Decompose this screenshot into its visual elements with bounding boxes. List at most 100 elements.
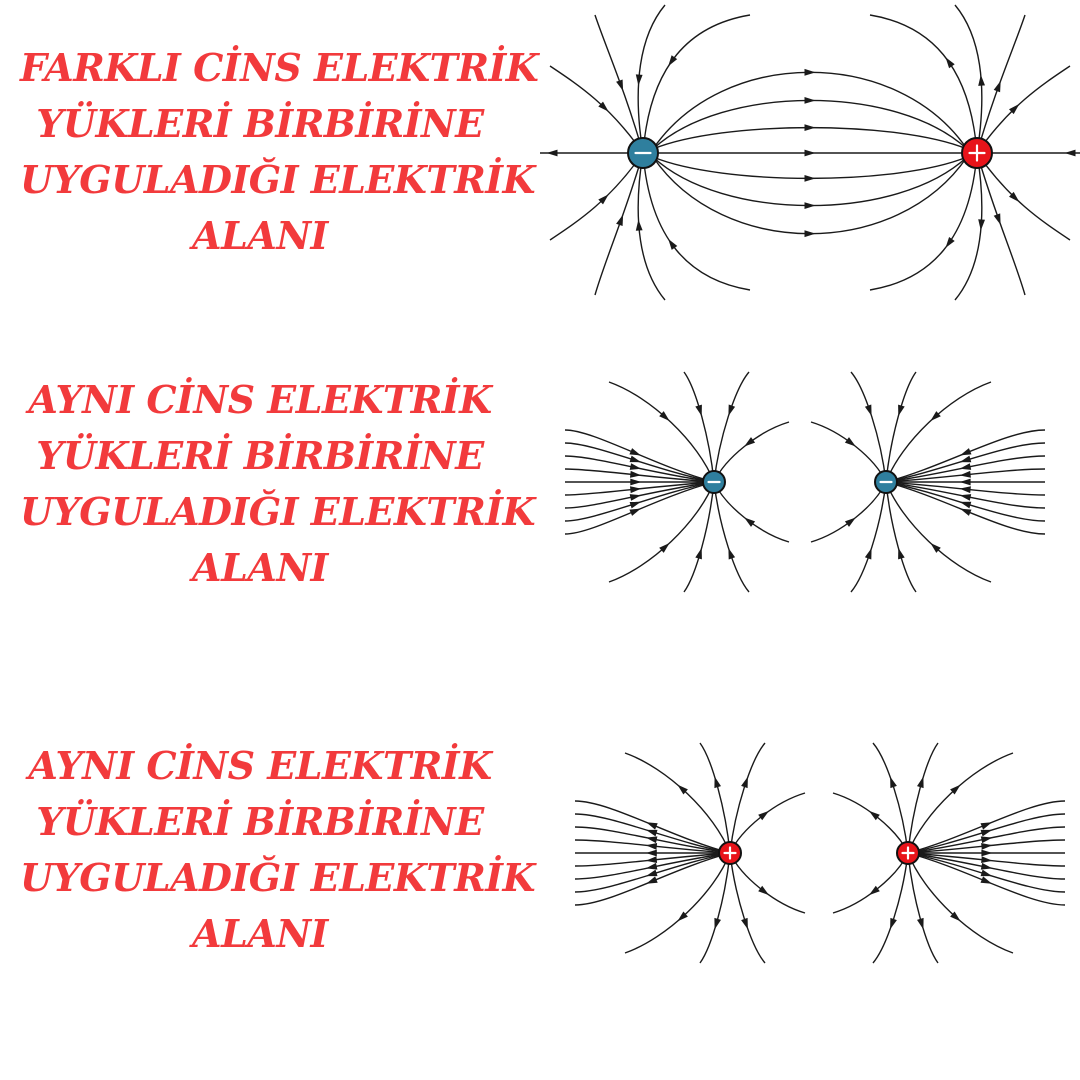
field-line	[885, 481, 992, 583]
field-line	[683, 481, 715, 593]
field-arrow	[917, 776, 924, 789]
field-arrow	[960, 448, 972, 456]
field-arrow	[744, 437, 756, 447]
field-line	[574, 800, 731, 854]
field-arrow	[629, 448, 641, 456]
field-line	[872, 852, 909, 964]
field-line	[652, 99, 968, 150]
field-arrow	[758, 810, 769, 821]
field-arrow	[959, 478, 971, 486]
field-line	[564, 442, 715, 483]
field-arrow	[980, 862, 993, 870]
field-arrow	[598, 194, 609, 205]
field-arrow	[980, 836, 993, 844]
field-line	[885, 481, 917, 593]
field-arrow	[629, 508, 641, 516]
field-line	[907, 852, 1066, 867]
field-line	[885, 481, 1046, 509]
field-arrow	[993, 80, 1001, 93]
field-line	[564, 429, 715, 483]
field-line	[907, 852, 1014, 954]
field-line	[832, 852, 909, 914]
field-line	[713, 421, 790, 483]
caption-like-positive-charges: AYNI CİNS ELEKTRİK YÜKLERİ BİRBİRİNE UYG…	[20, 738, 536, 962]
field-line	[907, 813, 1066, 854]
field-line	[729, 742, 766, 854]
field-arrow	[645, 856, 658, 863]
caption-line: UYGULADIĞI ELEKTRİK	[20, 157, 536, 202]
field-line	[564, 481, 715, 509]
field-line	[652, 156, 968, 235]
field-line	[954, 4, 983, 154]
caption-line: ALANI	[192, 911, 328, 956]
field-line	[810, 421, 887, 483]
field-line	[885, 442, 1046, 483]
field-arrow	[668, 238, 678, 250]
field-arrow	[950, 911, 961, 922]
field-arrow	[898, 404, 905, 417]
field-arrow	[869, 885, 880, 896]
field-arrow	[645, 862, 658, 870]
caption-line: ALANI	[192, 213, 328, 258]
field-line	[574, 813, 731, 854]
field-line	[869, 152, 978, 291]
field-arrow	[744, 517, 756, 527]
field-line	[652, 156, 968, 180]
field-line	[624, 752, 731, 854]
caption-line: UYGULADIĞI ELEKTRİK	[20, 489, 536, 534]
field-line	[574, 852, 731, 867]
field-arrow	[959, 463, 972, 470]
field-arrow	[980, 876, 992, 884]
caption-line: UYGULADIĞI ELEKTRİK	[20, 855, 536, 900]
field-arrow	[630, 478, 642, 486]
field-line	[699, 852, 731, 964]
field-line	[564, 481, 715, 522]
field-arrow	[890, 917, 897, 930]
field-line	[976, 152, 1026, 296]
field-arrow	[646, 822, 658, 830]
field-arrow	[646, 829, 658, 837]
field-line	[907, 800, 1066, 854]
caption-line: YÜKLERİ BİRBİRİNE	[36, 433, 484, 478]
field-line	[574, 839, 731, 854]
field-arrow	[629, 501, 642, 509]
field-arrow	[629, 455, 642, 463]
field-arrow	[804, 175, 816, 182]
field-arrow	[630, 486, 642, 494]
field-arrow	[930, 411, 941, 421]
field-arrow	[844, 517, 856, 527]
field-line	[907, 852, 1066, 893]
caption-line: AYNI CİNS ELEKTRİK	[28, 743, 492, 788]
field-line	[564, 468, 715, 483]
field-line	[907, 742, 939, 854]
field-line	[885, 481, 1046, 535]
field-arrow	[930, 543, 941, 553]
caption-line: ALANI	[192, 545, 328, 590]
field-line	[850, 371, 887, 483]
field-arrow	[981, 843, 993, 850]
field-line	[907, 852, 1066, 906]
field-line	[652, 156, 968, 207]
field-arrow	[959, 470, 971, 478]
field-line	[574, 826, 731, 854]
field-line	[729, 792, 806, 854]
field-arrow	[959, 455, 972, 463]
field-arrow	[864, 548, 872, 560]
field-line	[954, 152, 983, 301]
field-line	[907, 826, 1066, 854]
field-line	[885, 381, 992, 483]
field-arrow	[616, 79, 624, 91]
caption-line: YÜKLERİ BİRBİRİNE	[36, 799, 484, 844]
field-arrow	[960, 508, 972, 516]
field-line	[699, 742, 731, 854]
field-line	[652, 71, 968, 150]
field-arrow	[945, 57, 955, 69]
field-line	[729, 852, 766, 964]
field-arrow	[981, 849, 993, 857]
field-line	[976, 14, 1026, 154]
field-line	[885, 481, 1046, 522]
caption-line: YÜKLERİ BİRBİRİNE	[36, 101, 484, 146]
caption-line: FARKLI CİNS ELEKTRİK	[20, 45, 539, 90]
field-line	[594, 152, 644, 296]
field-arrow	[1009, 191, 1020, 202]
